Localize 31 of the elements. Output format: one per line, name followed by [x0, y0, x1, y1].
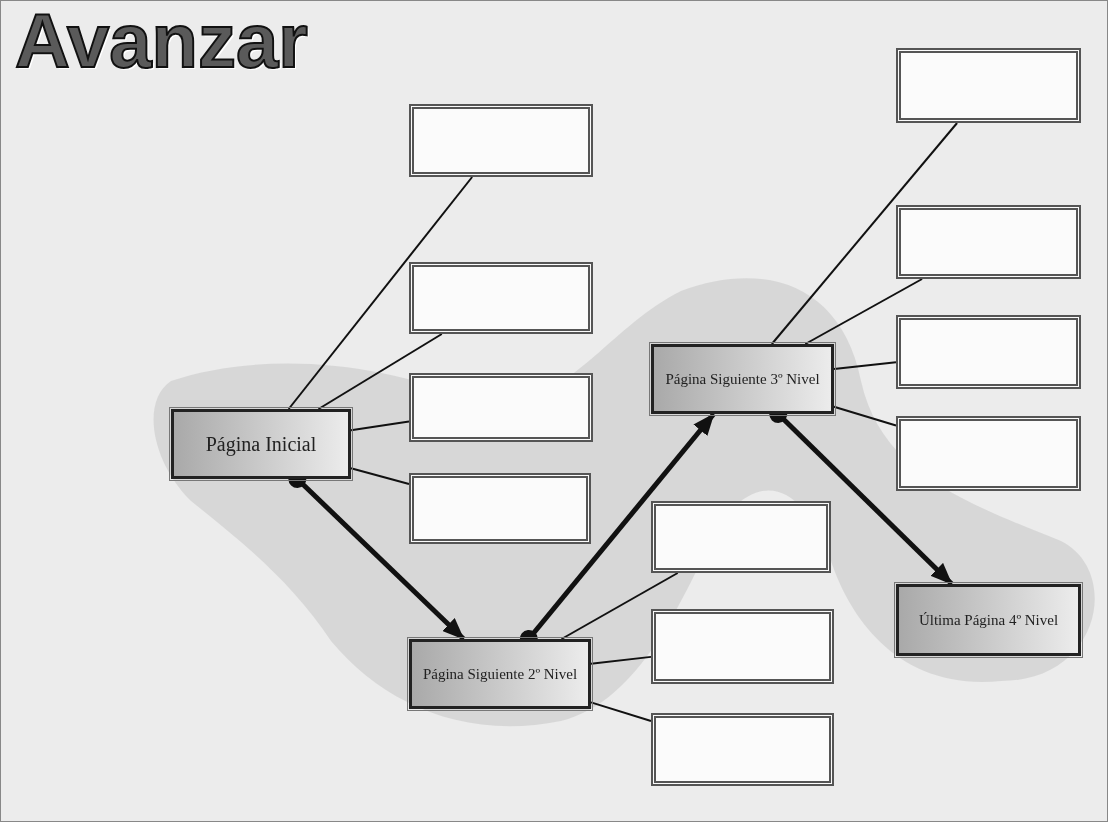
connector-line [833, 405, 897, 427]
node-label: Página Siguiente 3º Nivel [665, 369, 820, 389]
empty-box [896, 315, 1081, 389]
page-box [896, 584, 1081, 656]
empty-box [896, 48, 1081, 123]
node-label: Página Siguiente 2º Nivel [422, 664, 578, 684]
page-box [171, 409, 351, 479]
connector-line [560, 572, 679, 640]
connector-line [590, 655, 652, 665]
empty-box [409, 262, 593, 334]
empty-box [896, 205, 1081, 279]
connector-line [350, 467, 410, 485]
empty-box [409, 473, 591, 544]
connector-line [833, 361, 897, 370]
title: Avanzar [15, 3, 308, 79]
page-box [409, 639, 591, 709]
connector-line [287, 176, 474, 410]
node-label: Última Página 4º Nivel [918, 610, 1059, 630]
node-label: Página Inicial [205, 431, 317, 457]
empty-box [651, 501, 831, 573]
connector-line [804, 278, 924, 345]
page-box [651, 344, 834, 414]
empty-box [409, 373, 593, 442]
empty-box [651, 713, 834, 786]
connector-line [317, 333, 443, 410]
connector-line [590, 701, 652, 722]
connector-line [350, 420, 410, 432]
empty-box [409, 104, 593, 177]
empty-box [896, 416, 1081, 491]
empty-box [651, 609, 834, 684]
connector-line [770, 122, 959, 345]
